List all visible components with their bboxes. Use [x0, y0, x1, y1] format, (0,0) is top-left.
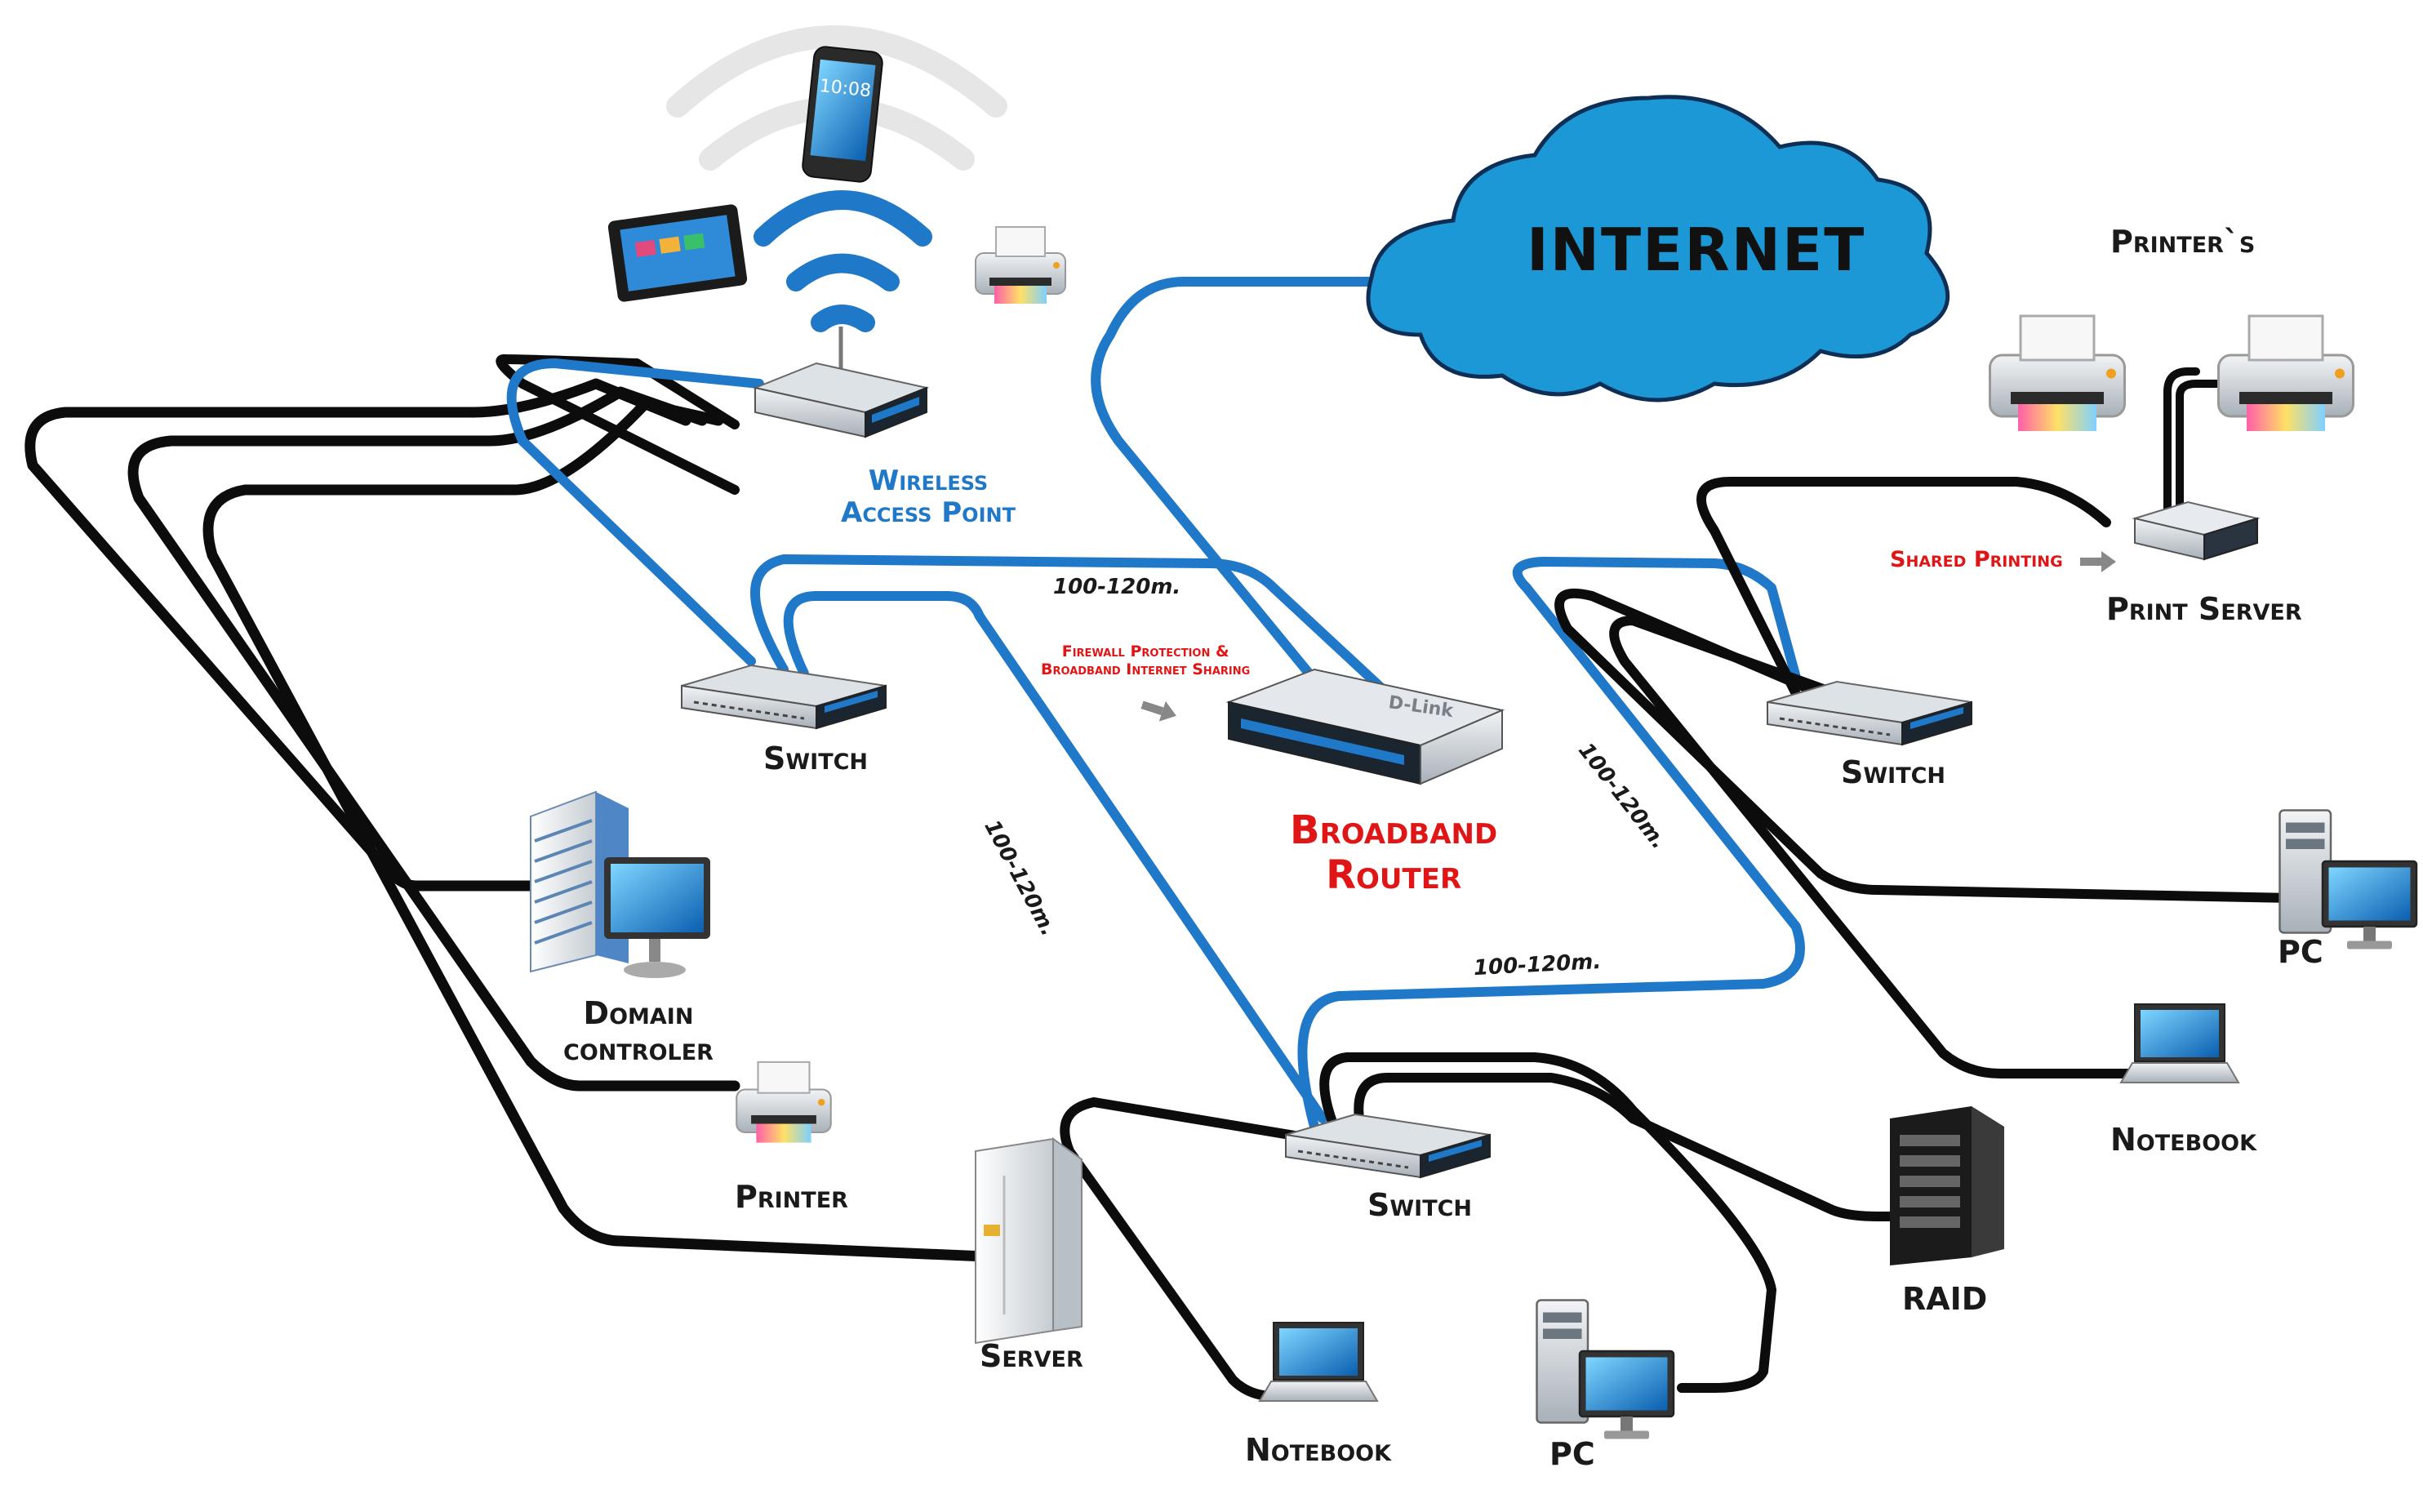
server-tower-icon	[975, 1137, 1083, 1345]
wireless-label-line1: Wireless	[868, 465, 989, 497]
cable-printer2-to-server	[2176, 380, 2225, 518]
pc-bottom-icon	[1536, 1299, 1675, 1440]
cable-blue-left-to-ap	[506, 358, 764, 666]
notebook-right-icon	[2120, 1003, 2239, 1083]
cable-bottom-to-raid	[1354, 1073, 1907, 1221]
firewall-label-line2: Broadband Internet Sharing	[1041, 660, 1251, 678]
cable-left-inner	[202, 398, 1010, 1263]
tablet-icon	[607, 204, 748, 302]
firewall-label: Firewall Protection & Broadband Internet…	[1041, 643, 1250, 679]
print-server-label: Print Server	[2106, 591, 2302, 627]
domain-label-line2: controler	[563, 1030, 714, 1067]
cable-switch-left-to-ap	[496, 354, 740, 495]
notebook-bottom-label: Notebook	[1245, 1432, 1392, 1468]
notebook-right-label: Notebook	[2110, 1122, 2257, 1158]
internet-label: INTERNET	[1527, 216, 1866, 284]
switch-left-label: Switch	[763, 740, 869, 776]
printer-right-2-icon	[2217, 314, 2354, 433]
firewall-label-line1: Firewall Protection &	[1061, 643, 1229, 660]
cable-right-to-pc	[1554, 588, 2299, 903]
shared-printing-label: Shared Printing	[1890, 547, 2063, 572]
broadband-router-label: Broadband Router	[1290, 807, 1498, 899]
wireless-printer-icon	[975, 226, 1066, 305]
pc-right-icon	[2279, 809, 2418, 950]
cable-right-to-notebook	[1609, 616, 2144, 1078]
broadband-router-icon: D-Link	[1225, 668, 1505, 785]
distance-top-label: 100-120m.	[1053, 575, 1181, 599]
domain-label-line1: Domain	[583, 995, 694, 1031]
wireless-label-line2: Access Point	[841, 496, 1016, 530]
pc-bottom-label: PC	[1549, 1436, 1595, 1472]
printer-label: Printer	[735, 1179, 848, 1215]
cable-bottom-to-pc	[1319, 1052, 1776, 1393]
cable-blue-switch-left-to-bottom	[783, 591, 1327, 1123]
printer-left-icon	[736, 1061, 832, 1144]
printer-right-1-icon	[1989, 314, 2126, 433]
arrow-firewall-icon	[1140, 700, 1176, 722]
server-label: Server	[980, 1338, 1083, 1374]
switch-left-icon	[680, 664, 887, 730]
cable-blue-router-to-internet	[1091, 277, 1393, 695]
internet-cloud-icon	[1366, 95, 1950, 402]
print-server-icon	[2132, 500, 2261, 561]
pc-right-label: PC	[2278, 934, 2323, 970]
switch-bottom-label: Switch	[1367, 1187, 1473, 1223]
router-label-line2: Router	[1326, 852, 1462, 899]
wireless-access-point-label: Wireless Access Point	[841, 465, 1016, 529]
arrow-shared-printing-icon	[2080, 551, 2116, 572]
domain-controller-label: Domain controler	[563, 995, 714, 1067]
cable-left-mid	[127, 386, 740, 1092]
cable-printer1-to-server	[2163, 367, 2200, 518]
raid-storage-icon	[1890, 1106, 2004, 1265]
wireless-access-point-icon	[752, 327, 930, 438]
cable-blue-switch-left-to-router	[750, 554, 1393, 699]
printers-label: Printer`s	[2110, 224, 2256, 260]
router-label-line1: Broadband	[1290, 807, 1498, 853]
notebook-bottom-icon	[1259, 1322, 1378, 1402]
switch-right-label: Switch	[1841, 754, 1946, 790]
domain-controller-icon	[530, 790, 710, 978]
cable-left-outer	[24, 378, 691, 892]
raid-label: RAID	[1902, 1281, 1988, 1317]
smartphone-icon: 10:08	[802, 46, 883, 183]
cable-right-to-printserver	[1696, 477, 2111, 699]
